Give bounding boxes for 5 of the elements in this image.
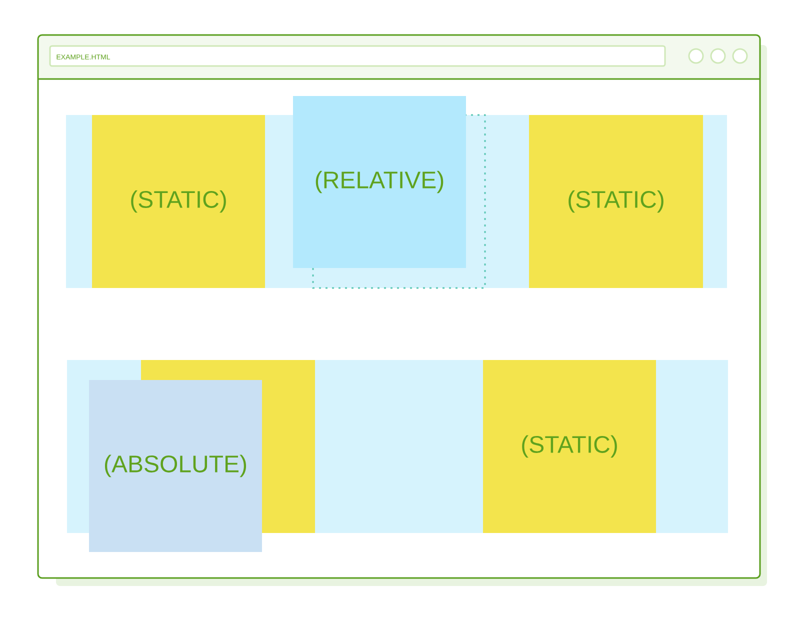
element-box: (STATIC)	[483, 360, 656, 533]
element-box: (STATIC)	[529, 115, 703, 288]
element-box: (ABSOLUTE)	[89, 380, 262, 552]
element-box: (STATIC)	[92, 115, 265, 288]
element-box: (RELATIVE)	[293, 96, 466, 268]
